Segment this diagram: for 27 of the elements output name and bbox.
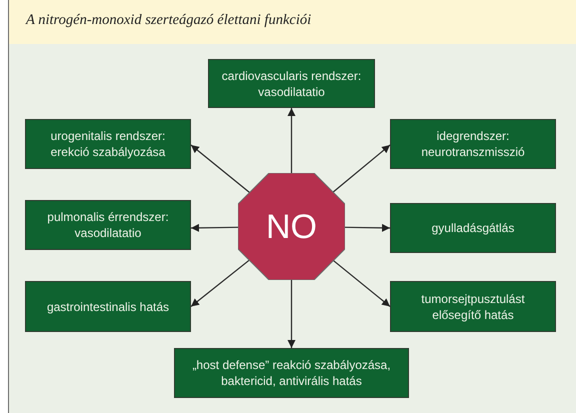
- node-label: urogenitalis rendszer: erekció szabályozása: [50, 128, 166, 160]
- node-label: NO: [266, 210, 317, 244]
- arrow: [288, 280, 296, 348]
- function-box: [390, 203, 556, 253]
- node-label: pulmonalis érrendszer: vasodilatatio: [46, 209, 170, 241]
- node-label: „host defense” reakció szabályozása, baktericid, antivirális hatás: [191, 357, 392, 389]
- function-box: [390, 281, 556, 332]
- arrow: [190, 260, 250, 307]
- octagon-node: [238, 173, 345, 280]
- function-box: [25, 281, 191, 332]
- arrow: [288, 108, 296, 173]
- node-label: cardiovascularis rendszer: vasodilatatio: [220, 68, 362, 100]
- arrow: [333, 260, 390, 307]
- arrow: [190, 144, 250, 193]
- function-box: [25, 200, 191, 250]
- function-box: [174, 348, 409, 398]
- node-label: gyulladásgátlás: [432, 220, 514, 236]
- arrow: [332, 144, 390, 193]
- node-label: tumorsejtpusztulást elősegítő hatás: [420, 290, 526, 322]
- arrow: [191, 224, 238, 232]
- function-box: [390, 119, 556, 169]
- arrow: [345, 224, 390, 232]
- function-box: [208, 59, 375, 108]
- node-label: gastrointestinalis hatás: [46, 298, 170, 314]
- node-label: idegrendszer: neurotranszmisszió: [420, 128, 526, 160]
- function-box: [25, 119, 191, 169]
- diagram-title: A nitrogén-monoxid szerteágazó élettani funkciói: [26, 11, 312, 30]
